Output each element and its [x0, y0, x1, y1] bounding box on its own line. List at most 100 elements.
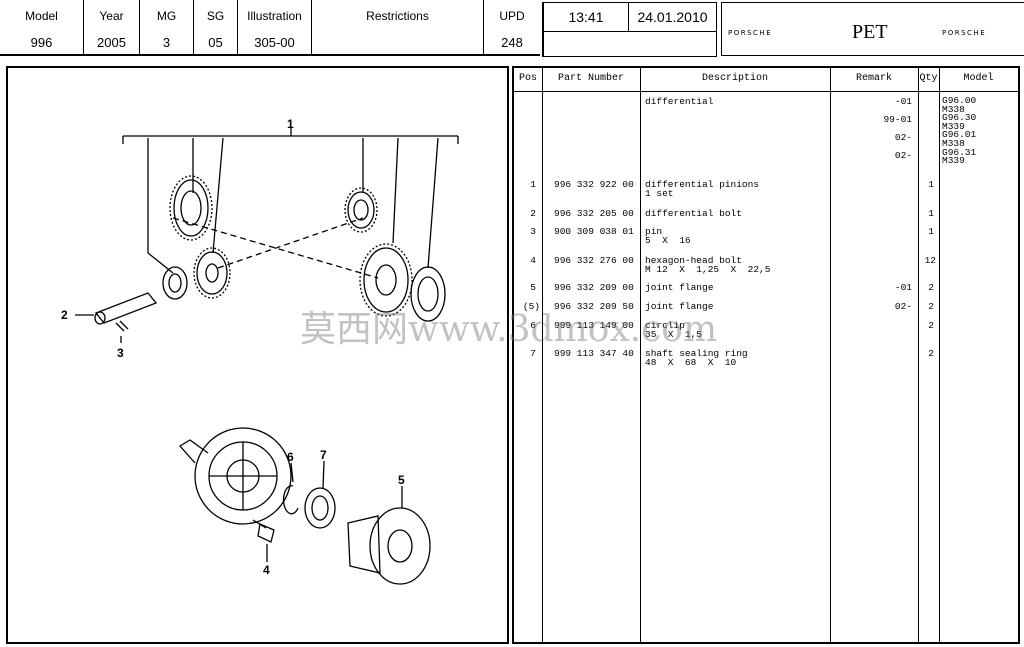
row-description: joint flange	[645, 301, 714, 312]
porsche-logo-right: PORSCHE	[942, 29, 987, 37]
row-part-number: 996 332 209 00	[554, 282, 634, 293]
row-description: shaft sealing ring 48 X 68 X 10	[645, 348, 748, 368]
exploded-diagram: 1 2 3 4 5 6 7	[61, 117, 459, 585]
row-description: circlip 35 X 1,5	[645, 320, 703, 340]
header-model-label: Model	[25, 9, 58, 23]
differential-housing	[178, 427, 292, 525]
row-description: differential	[645, 96, 714, 107]
row-qty: 12	[924, 255, 936, 266]
row-model: G96.00 M338 G96.30 M339 G96.01 M338 G96.…	[942, 95, 977, 167]
callout-5: 5	[398, 473, 405, 487]
header-model: Model	[963, 73, 994, 84]
header-time: 13:41	[542, 2, 629, 32]
differential-bolt	[94, 292, 158, 332]
header-restrictions: Restrictions	[312, 0, 484, 56]
row-pos: 6	[530, 320, 536, 331]
header-upd: UPD 248	[484, 0, 540, 56]
left-pinion-gear	[169, 175, 213, 241]
header-mg-value: 3	[162, 35, 171, 50]
header-restrictions-label: Restrictions	[366, 9, 429, 23]
header-sg-value: 05	[208, 35, 223, 50]
row-part-number: 900 309 038 01	[554, 226, 634, 237]
item-1-bracket	[122, 128, 459, 279]
logo-box: PORSCHE PET PORSCHE	[721, 2, 1024, 56]
header-year-label: Year	[99, 9, 124, 23]
callout-2: 2	[61, 308, 68, 322]
col-part-number-divider	[542, 68, 641, 642]
joint-flange	[347, 507, 431, 585]
illustration-panel: 1 2 3 4 5 6 7	[6, 66, 509, 644]
header-model: Model 996	[0, 0, 84, 56]
header-description: Description	[701, 73, 768, 84]
col-remark-divider	[830, 68, 919, 642]
row-description: joint flange	[645, 282, 714, 293]
hexagon-bolt	[252, 519, 275, 543]
row-description: differential pinions 1 set	[645, 179, 760, 199]
shaft-sealing-ring	[304, 487, 336, 529]
row-pos: 5	[530, 282, 536, 293]
callout-1: 1	[287, 117, 294, 131]
callout-7: 7	[320, 448, 327, 462]
right-side-gear	[359, 243, 446, 322]
header-pos: Pos	[518, 73, 537, 84]
header-model-value: 996	[30, 35, 53, 50]
table-header: Pos Part Number Description Remark Qty M…	[514, 68, 1018, 92]
row-remark: 02-	[894, 301, 912, 312]
row-qty: 1	[928, 179, 934, 190]
row-qty: 2	[928, 282, 934, 293]
row-part-number: 996 332 209 50	[554, 301, 634, 312]
row-description: hexagon-head bolt M 12 X 1,25 X 22,5	[645, 255, 771, 275]
parts-table: Pos Part Number Description Remark Qty M…	[512, 66, 1020, 644]
header-year: Year 2005	[84, 0, 140, 56]
row-part-number: 999 113 149 00	[554, 320, 634, 331]
circlip	[282, 485, 299, 515]
row-part-number: 996 332 276 00	[554, 255, 634, 266]
header-sg: SG 05	[194, 0, 238, 56]
row-qty: 2	[928, 348, 934, 359]
row-remark: -01 99-01 02- 02-	[883, 96, 912, 161]
row-description: differential bolt	[645, 208, 742, 219]
row-pos: 3	[530, 226, 536, 237]
row-part-number: 996 332 205 00	[554, 208, 634, 219]
col-pos-divider	[514, 68, 543, 642]
header-illustration-label: Illustration	[247, 9, 302, 23]
row-qty: 1	[928, 226, 934, 237]
callout-4: 4	[263, 563, 270, 577]
left-side-gear	[162, 247, 231, 300]
row-pos: 1	[530, 179, 536, 190]
header-part-number: Part Number	[557, 73, 624, 84]
callout-3: 3	[117, 346, 124, 360]
col-qty-divider	[918, 68, 940, 642]
row-qty: 1	[928, 208, 934, 219]
porsche-logo-left: PORSCHE	[728, 29, 773, 37]
header-qty: Qty	[919, 73, 938, 84]
header-date: 24.01.2010	[628, 2, 717, 32]
row-pos: (5)	[522, 301, 540, 312]
header-mg: MG 3	[140, 0, 194, 56]
app-title: PET	[852, 21, 888, 43]
header-upd-label: UPD	[499, 9, 525, 23]
row-qty: 2	[928, 301, 934, 312]
row-part-number: 999 113 347 40	[554, 348, 634, 359]
header-sg-label: SG	[206, 9, 225, 23]
row-part-number: 996 332 922 00	[554, 179, 634, 190]
header-upd-value: 248	[501, 35, 523, 50]
row-description: pin 5 X 16	[645, 226, 691, 246]
header-year-value: 2005	[97, 35, 126, 50]
header-illustration-value: 305-00	[254, 35, 295, 50]
header-remark: Remark	[855, 73, 892, 84]
callout-6: 6	[287, 450, 294, 464]
header-bar: Model 996 Year 2005 MG 3 SG 05 Illustrat…	[0, 0, 540, 58]
header-mg-label: MG	[156, 9, 177, 23]
leader-lines	[75, 314, 403, 562]
row-pos: 4	[530, 255, 536, 266]
row-pos: 7	[530, 348, 536, 359]
row-pos: 2	[530, 208, 536, 219]
header-illustration: Illustration 305-00	[238, 0, 312, 56]
col-description-divider	[640, 68, 831, 642]
row-qty: 2	[928, 320, 934, 331]
header-right: 13:41 24.01.2010 PORSCHE PET PORSCHE	[542, 0, 1024, 58]
right-pinion-gear	[344, 187, 378, 233]
row-remark: -01	[894, 282, 912, 293]
header-blank-box	[542, 31, 717, 57]
